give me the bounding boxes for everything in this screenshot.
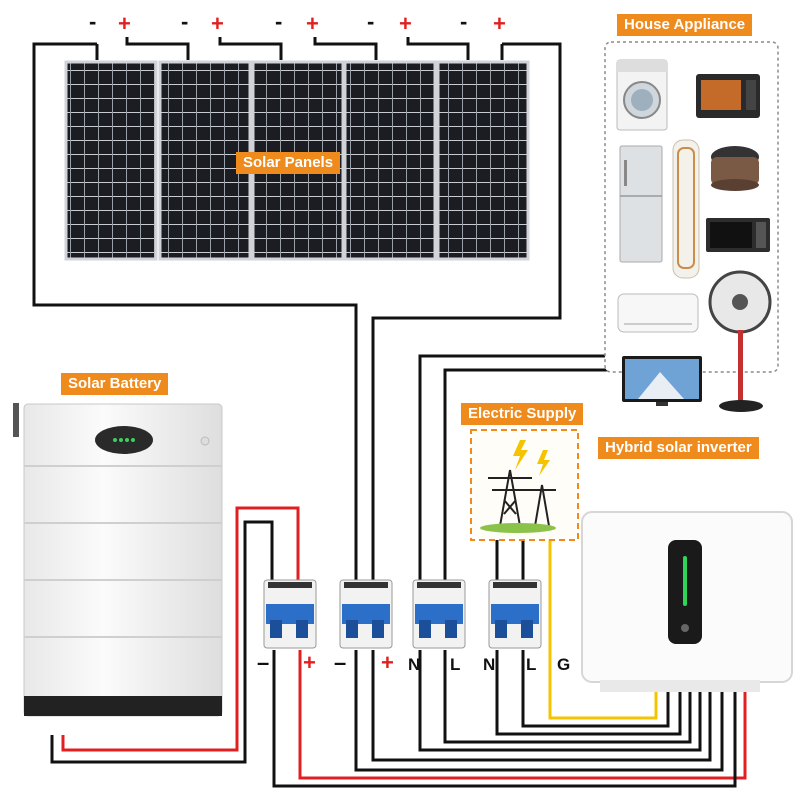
pv-negative-wire	[32, 42, 358, 583]
solar-panel	[158, 60, 252, 261]
panel-link-wire	[218, 37, 283, 60]
breaker-pv-positive-label: +	[381, 650, 394, 675]
panel-5-negative-sign: -	[460, 9, 468, 34]
pv-negative-out-wire	[354, 650, 724, 772]
panel-4-positive-sign: +	[399, 11, 412, 36]
panel-1-negative-sign: -	[89, 9, 97, 34]
pv-positive-wire	[371, 42, 562, 583]
breaker-grid	[488, 579, 542, 649]
breaker-battery-positive-label: +	[303, 650, 316, 675]
solar-panels-label: Solar Panels	[236, 152, 341, 174]
breaker-load	[412, 579, 466, 649]
panel-5-positive-sign: +	[493, 11, 506, 36]
refrigerator-icon	[619, 145, 663, 263]
electric-supply	[470, 429, 579, 541]
breaker-pv	[339, 579, 393, 649]
electric-supply-label: Electric Supply	[461, 403, 584, 425]
ground-label: G	[557, 655, 571, 674]
panel-4-negative-sign: -	[367, 9, 375, 34]
pv-positive-out-wire	[371, 650, 712, 762]
load-out-wire	[418, 650, 702, 752]
grid-out-wire	[521, 650, 670, 728]
wires	[32, 37, 747, 788]
rice-cooker-icon	[711, 146, 759, 191]
load-out-wire	[443, 650, 692, 744]
battery-negative-wire	[50, 520, 274, 764]
electric-fan-icon	[708, 270, 772, 412]
lightning-icon	[537, 450, 550, 476]
load-wire	[418, 354, 610, 583]
grid-out-wire	[495, 650, 682, 736]
battery-display	[95, 426, 153, 454]
solar-panel	[436, 60, 530, 261]
transmission-tower-icon	[488, 469, 556, 527]
battery-positive-wire	[61, 506, 300, 752]
house-appliance-group	[604, 41, 779, 412]
air-purifier-icon	[672, 139, 700, 279]
battery-negative-out-wire	[272, 650, 737, 788]
breaker-grid-neutral-label: N	[483, 655, 496, 674]
electric-supply-frame	[470, 429, 579, 541]
panel-2-negative-sign: -	[181, 9, 189, 34]
television-icon	[622, 356, 702, 406]
breaker-load-neutral-label: N	[408, 655, 421, 674]
breaker-load-line-label: L	[450, 655, 461, 674]
air-conditioner-icon	[617, 293, 699, 333]
breaker-grid-line-label: L	[526, 655, 537, 674]
panel-1-positive-sign: +	[118, 11, 131, 36]
panel-3-positive-sign: +	[306, 11, 319, 36]
solar-panel	[64, 60, 158, 261]
panel-link-wire	[125, 37, 190, 60]
breaker-battery	[263, 579, 317, 649]
washing-machine-icon	[616, 59, 668, 131]
solar-battery	[13, 403, 223, 717]
panel-3-negative-sign: -	[275, 9, 283, 34]
battery-positive-out-wire	[298, 650, 747, 780]
solar-panel	[343, 60, 437, 261]
ground-wire	[548, 540, 658, 720]
breaker-pv-negative-label: –	[334, 650, 347, 675]
load-wire	[443, 368, 610, 583]
panel-link-wire	[313, 37, 378, 60]
lightning-icon	[513, 440, 528, 470]
solar-panel-array	[64, 60, 530, 261]
microwave-icon	[706, 218, 770, 252]
panel-link-wire	[406, 37, 470, 60]
hybrid-inverter	[581, 511, 793, 692]
house-appliance-label: House Appliance	[617, 14, 753, 36]
inverter-label: Hybrid solar inverter	[598, 437, 759, 459]
panel-2-positive-sign: +	[211, 11, 224, 36]
breaker-battery-negative-label: –	[257, 650, 270, 675]
oven-icon	[696, 74, 760, 118]
solar-battery-label: Solar Battery	[61, 373, 169, 395]
